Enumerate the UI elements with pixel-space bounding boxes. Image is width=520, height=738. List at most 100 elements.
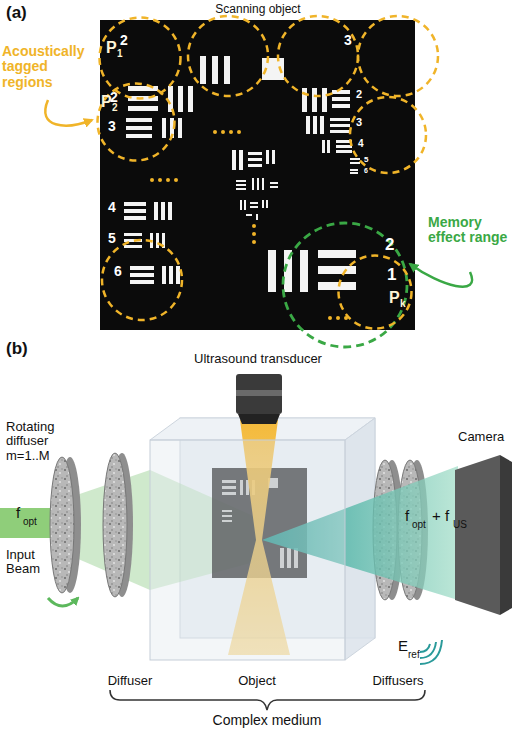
resolution-bars <box>313 116 317 134</box>
part-label: Object <box>238 674 276 688</box>
resolution-bars <box>266 150 269 164</box>
leader-arrow <box>410 264 472 287</box>
part-label: Diffuser <box>108 674 153 688</box>
resolution-bars <box>124 233 142 236</box>
resolution-bars <box>332 90 350 94</box>
resolution-bars <box>256 214 258 220</box>
part-label: Rotating diffuser m=1..M <box>6 420 84 463</box>
signal-subscript: US <box>453 519 467 530</box>
resolution-bars <box>178 86 183 112</box>
resolution-bars <box>154 202 158 220</box>
reference-waves <box>420 642 436 658</box>
resolution-bars <box>162 266 166 284</box>
marker-dots <box>336 316 340 320</box>
marker-dots <box>221 130 225 134</box>
resolution-bars <box>257 178 259 190</box>
resolution-bars <box>212 56 218 84</box>
resolution-bars <box>128 106 158 111</box>
part-label: Ultrasound transducer <box>194 352 322 366</box>
tagged-region: Pk <box>337 254 413 330</box>
group-number: 2 <box>385 236 394 255</box>
tagged-region-circle <box>102 16 438 320</box>
resolution-bars <box>262 178 264 190</box>
panel-letter: (a) <box>6 4 27 23</box>
resolution-bars <box>232 150 236 170</box>
resolution-bars <box>266 200 268 208</box>
region-index: 2 <box>112 103 118 113</box>
signal-subscript: ref <box>408 649 420 660</box>
tagged-region-circle <box>278 16 358 96</box>
medium-brace <box>110 690 425 710</box>
signal-symbol: f <box>16 505 20 522</box>
marker-dots <box>174 178 178 182</box>
resolution-bars <box>322 140 325 153</box>
region-letter: P <box>106 40 117 56</box>
marker-dots <box>150 130 348 320</box>
resolution-bars <box>200 56 206 84</box>
resolution-bars <box>124 209 146 213</box>
reference-waves <box>420 640 442 664</box>
resolution-bars <box>350 172 358 174</box>
region-index: k <box>400 299 406 309</box>
marker-dots <box>158 178 162 182</box>
resolution-bars <box>330 124 350 127</box>
resolution-bars <box>350 162 360 164</box>
resolution-bars <box>330 118 350 121</box>
resolution-bars <box>248 152 262 155</box>
element-number: 1 <box>387 266 396 285</box>
resolution-bars <box>318 250 356 258</box>
leader-arrow <box>45 100 92 125</box>
region-index: 1 <box>117 49 123 59</box>
resolution-bars <box>244 200 246 210</box>
element-number: 3 <box>108 119 116 134</box>
marker-dots <box>252 224 256 228</box>
resolution-bars <box>350 158 360 160</box>
marker-dots <box>252 240 256 244</box>
resolution-bars <box>320 116 324 134</box>
marker-dots <box>166 178 170 182</box>
camera <box>455 455 500 615</box>
tagged-region: P1 <box>98 16 182 100</box>
resolution-bars <box>336 145 352 148</box>
resolution-bars <box>332 104 350 108</box>
resolution-bars <box>330 130 350 133</box>
resolution-bars <box>250 206 258 208</box>
group-number: 3 <box>344 33 352 48</box>
resolution-bars <box>124 245 142 248</box>
transducer <box>236 374 282 424</box>
diffuser-plate <box>50 457 74 593</box>
transducer <box>236 374 282 414</box>
resolution-bars <box>236 188 246 190</box>
marker-dots <box>328 316 332 320</box>
resolution-bars <box>168 86 173 112</box>
element-number: 5 <box>108 231 116 246</box>
resolution-bars <box>246 214 252 216</box>
region-letter: P <box>101 94 112 110</box>
signal-subscript: opt <box>23 516 37 527</box>
resolution-bars <box>236 184 246 186</box>
marker-dots <box>252 232 256 236</box>
reference-waves <box>420 644 430 652</box>
resolution-bars <box>248 158 262 161</box>
marker-dots <box>213 130 217 134</box>
resolution-bars <box>306 116 310 134</box>
resolution-bars <box>130 273 154 277</box>
marker-dots <box>229 130 233 134</box>
resolution-bars <box>126 134 152 138</box>
resolution-bars <box>332 97 350 101</box>
resolution-bars <box>270 182 278 184</box>
target-background <box>100 20 415 330</box>
part-label: Input Beam <box>6 548 56 577</box>
memory-effect-circle <box>283 223 407 347</box>
tagged-region-circle <box>350 97 426 173</box>
part-label: Complex medium <box>213 713 322 728</box>
resolution-bars <box>336 150 352 153</box>
resolution-bars <box>327 140 330 153</box>
resolution-bars <box>239 150 243 170</box>
resolution-bars <box>270 186 278 188</box>
signal-symbol: E <box>398 638 408 655</box>
resolution-bars <box>178 118 182 138</box>
resolution-bars <box>262 200 264 208</box>
panel-title: Scanning object <box>215 3 300 16</box>
